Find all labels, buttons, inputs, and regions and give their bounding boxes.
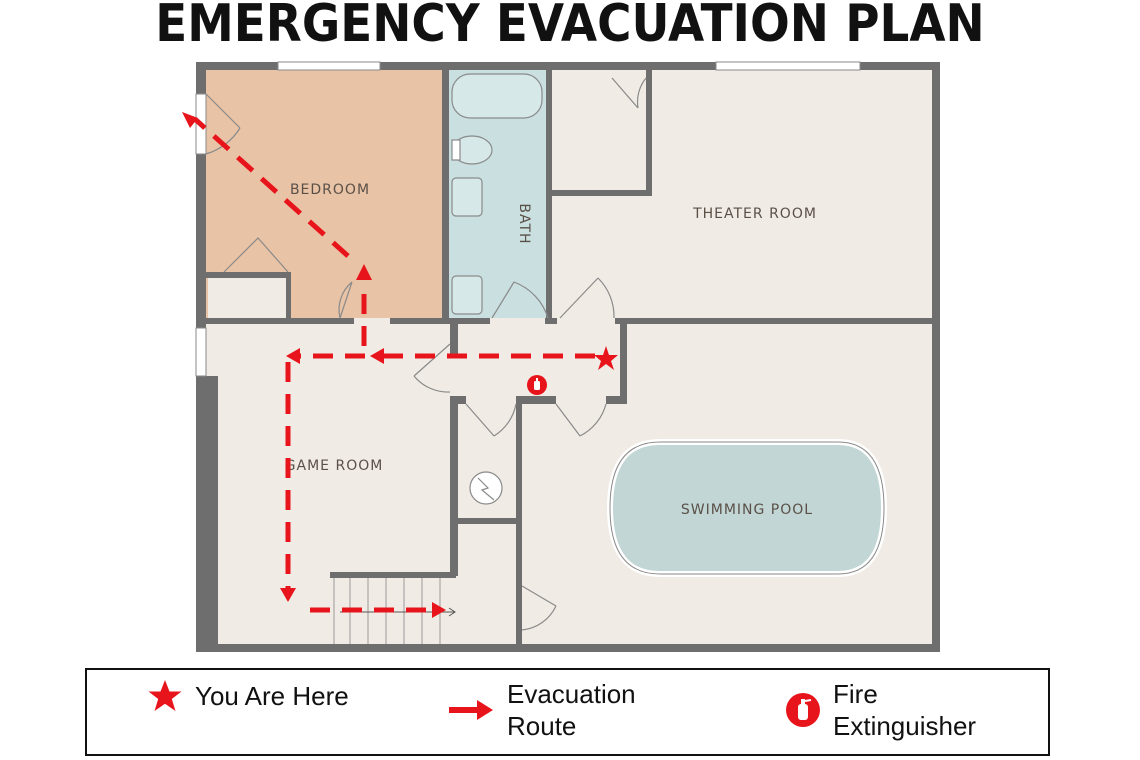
legend-label-evacuation-route: Evacuation Route (507, 679, 636, 741)
legend: You Are Here Evacuation Route Fire Extin… (85, 668, 1050, 756)
star-icon (594, 346, 618, 370)
water-heater-icon (469, 471, 503, 505)
legend-item-evacuation-route: Evacuation Route (447, 678, 697, 742)
legend-item-fire-extinguisher: Fire Extinguisher (785, 678, 1023, 742)
page-title: EMERGENCY EVACUATION PLAN (155, 0, 985, 54)
room-label-game: GAME ROOM (285, 458, 384, 474)
arrow-right-icon (449, 700, 493, 720)
room-label-bedroom: BEDROOM (290, 182, 370, 198)
room-label-theater: THEATER ROOM (692, 206, 817, 222)
bath-fixtures (451, 73, 543, 315)
legend-label-you-are-here: You Are Here (195, 681, 349, 711)
doors (205, 77, 647, 631)
evacuation-route (194, 118, 595, 613)
room-label-bath: BATH (516, 203, 532, 244)
star-icon (148, 680, 182, 711)
pool-outline (609, 441, 885, 575)
closet-floor (208, 278, 288, 318)
legend-item-you-are-here: You Are Here (147, 678, 385, 714)
legend-label-fire-extinguisher: Fire Extinguisher (833, 679, 977, 741)
route-arrowheads (182, 112, 446, 618)
room-label-pool: SWIMMING POOL (681, 502, 813, 518)
fire-extinguisher-icon (786, 693, 820, 727)
fire-extinguisher-icon (527, 375, 547, 395)
